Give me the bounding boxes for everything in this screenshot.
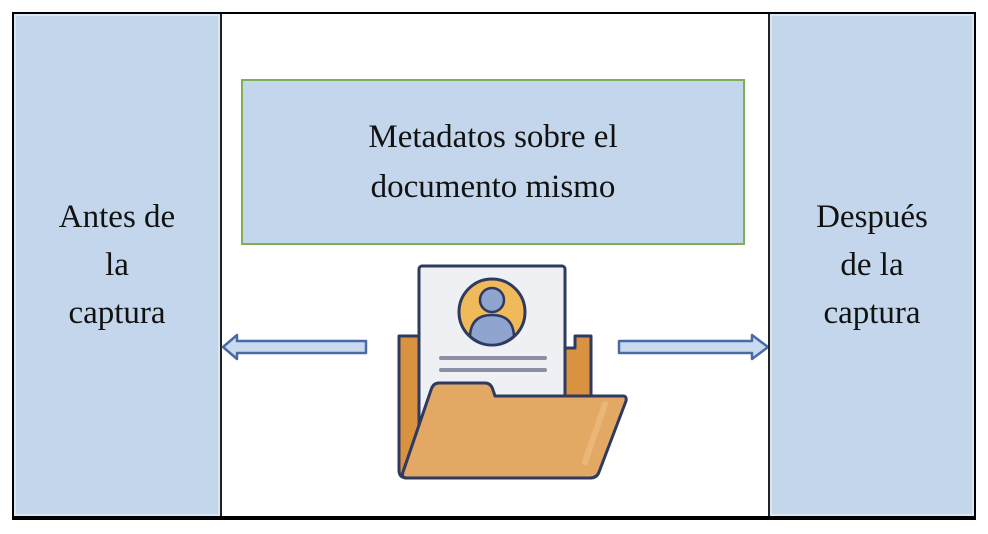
- document-metadata-label: Metadatos sobre el documento mismo: [368, 119, 618, 205]
- after-capture-label: Después de la captura: [816, 199, 928, 331]
- document-metadata-box: Metadatos sobre el documento mismo: [241, 79, 745, 245]
- before-capture-label: Antes de la captura: [58, 199, 176, 331]
- after-capture-panel: Después de la captura: [768, 14, 974, 516]
- before-capture-panel: Antes de la captura: [14, 14, 222, 516]
- folder-with-profile-document-icon: [397, 264, 628, 480]
- arrow-left-icon: [221, 333, 368, 361]
- arrow-right-icon: [617, 333, 770, 361]
- diagram-frame: Antes de la captura Metadatos sobre el d…: [12, 12, 976, 520]
